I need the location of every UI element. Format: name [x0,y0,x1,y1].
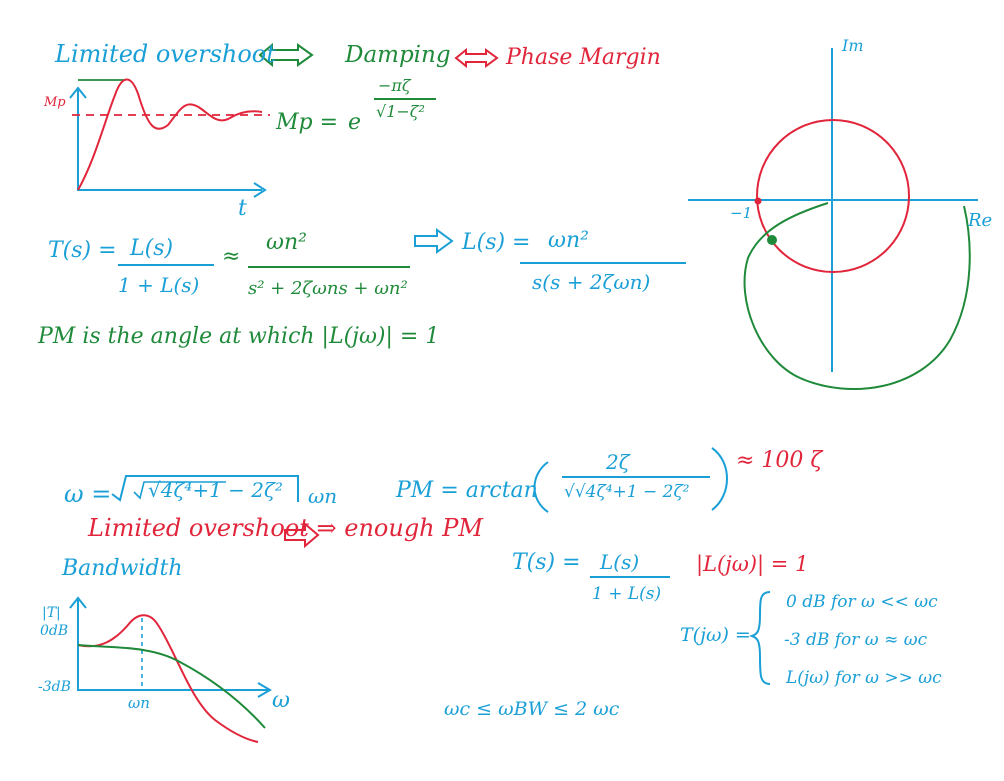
approx-sign: ≈ [222,244,241,269]
fraction-bar [248,266,410,268]
sqrt-sign [111,475,299,502]
L-denominator: s(s + 2ζωn) [532,270,651,294]
mp-equation-left: Mp = [276,110,339,135]
re-axis-label: Re [968,210,993,231]
mp-exponent-denominator: √1−ζ² [376,102,425,121]
overshoot-pm-statement: Limited overshoot ⇒ enough PM [88,514,483,542]
minus3db-label: -3dB [38,679,71,695]
bandwidth-plot [69,596,272,743]
case-low-frequency: 0 dB for ω << ωc [786,592,938,612]
omega-n: ωn [308,484,338,508]
double-arrow-icon [258,42,314,68]
damping-label: Damping [345,42,451,68]
double-arrow-icon [454,47,499,69]
case-high-frequency: L(jω) for ω >> ωc [786,668,942,688]
T-numerator: L(s) [130,236,174,261]
bracket-right [711,447,728,511]
mp-equation-e: e [348,110,362,135]
wn-tick-label: ωn [128,694,150,712]
mp-exponent-numerator: −πζ [378,76,411,95]
pm-definition: PM is the angle at which |L(jω)| = 1 [38,324,440,349]
T-denominator: 1 + L(s) [118,273,200,297]
fraction-bar [562,476,710,478]
pm-numerator: 2ζ [606,450,630,474]
bracket-left [533,461,549,513]
fraction-bar [374,98,436,100]
zero-db-label: 0dB [40,623,69,639]
L-lhs: L(s) = [462,230,531,255]
omega-root: √4ζ⁴+1 − 2ζ² [148,478,283,502]
t-axis-label: t [238,196,247,221]
nyquist-plot [688,48,978,390]
omega-lhs: ω = [64,480,112,508]
implies-arrow-icon [284,521,320,549]
case-brace [748,591,771,685]
right-T-numerator: L(s) [600,550,640,574]
implies-arrow-icon [414,228,454,254]
fraction-bar [520,262,686,264]
fraction-bar [590,576,670,578]
bandwidth-title: Bandwidth [62,556,183,581]
mp-axis-label: Mp [44,95,66,110]
magnitude-equation: |L(jω)| = 1 [696,552,809,576]
wn-numerator: ωn² [266,230,307,255]
pm-arctan-lhs: PM = arctan [396,478,538,503]
sqrt-sign [133,481,226,500]
step-response-plot [69,78,270,198]
im-axis-label: Im [842,36,864,55]
abs-t-label: |T| [42,605,61,621]
L-numerator: ωn² [548,228,589,253]
minus-one-label: −1 [730,204,753,222]
case-crossover: -3 dB for ω ≈ ωc [784,630,928,650]
T-lhs: T(s) = [48,238,117,263]
w-axis-label: ω [272,688,290,713]
wn-denominator: s² + 2ζωns + ωn² [248,278,408,299]
Tjw-lhs: T(jω) = [680,624,751,646]
pm-approx: ≈ 100 ζ [736,448,823,473]
fraction-bar [118,264,214,266]
pm-denominator: √√4ζ⁴+1 − 2ζ² [564,482,690,502]
phase-margin-label: Phase Margin [506,45,661,70]
right-T-lhs: T(s) = [512,550,581,575]
right-T-denominator: 1 + L(s) [592,584,662,604]
limited-overshoot-label: Limited overshoot [55,40,276,68]
bandwidth-inequality: ωc ≤ ωBW ≤ 2 ωc [444,698,620,720]
